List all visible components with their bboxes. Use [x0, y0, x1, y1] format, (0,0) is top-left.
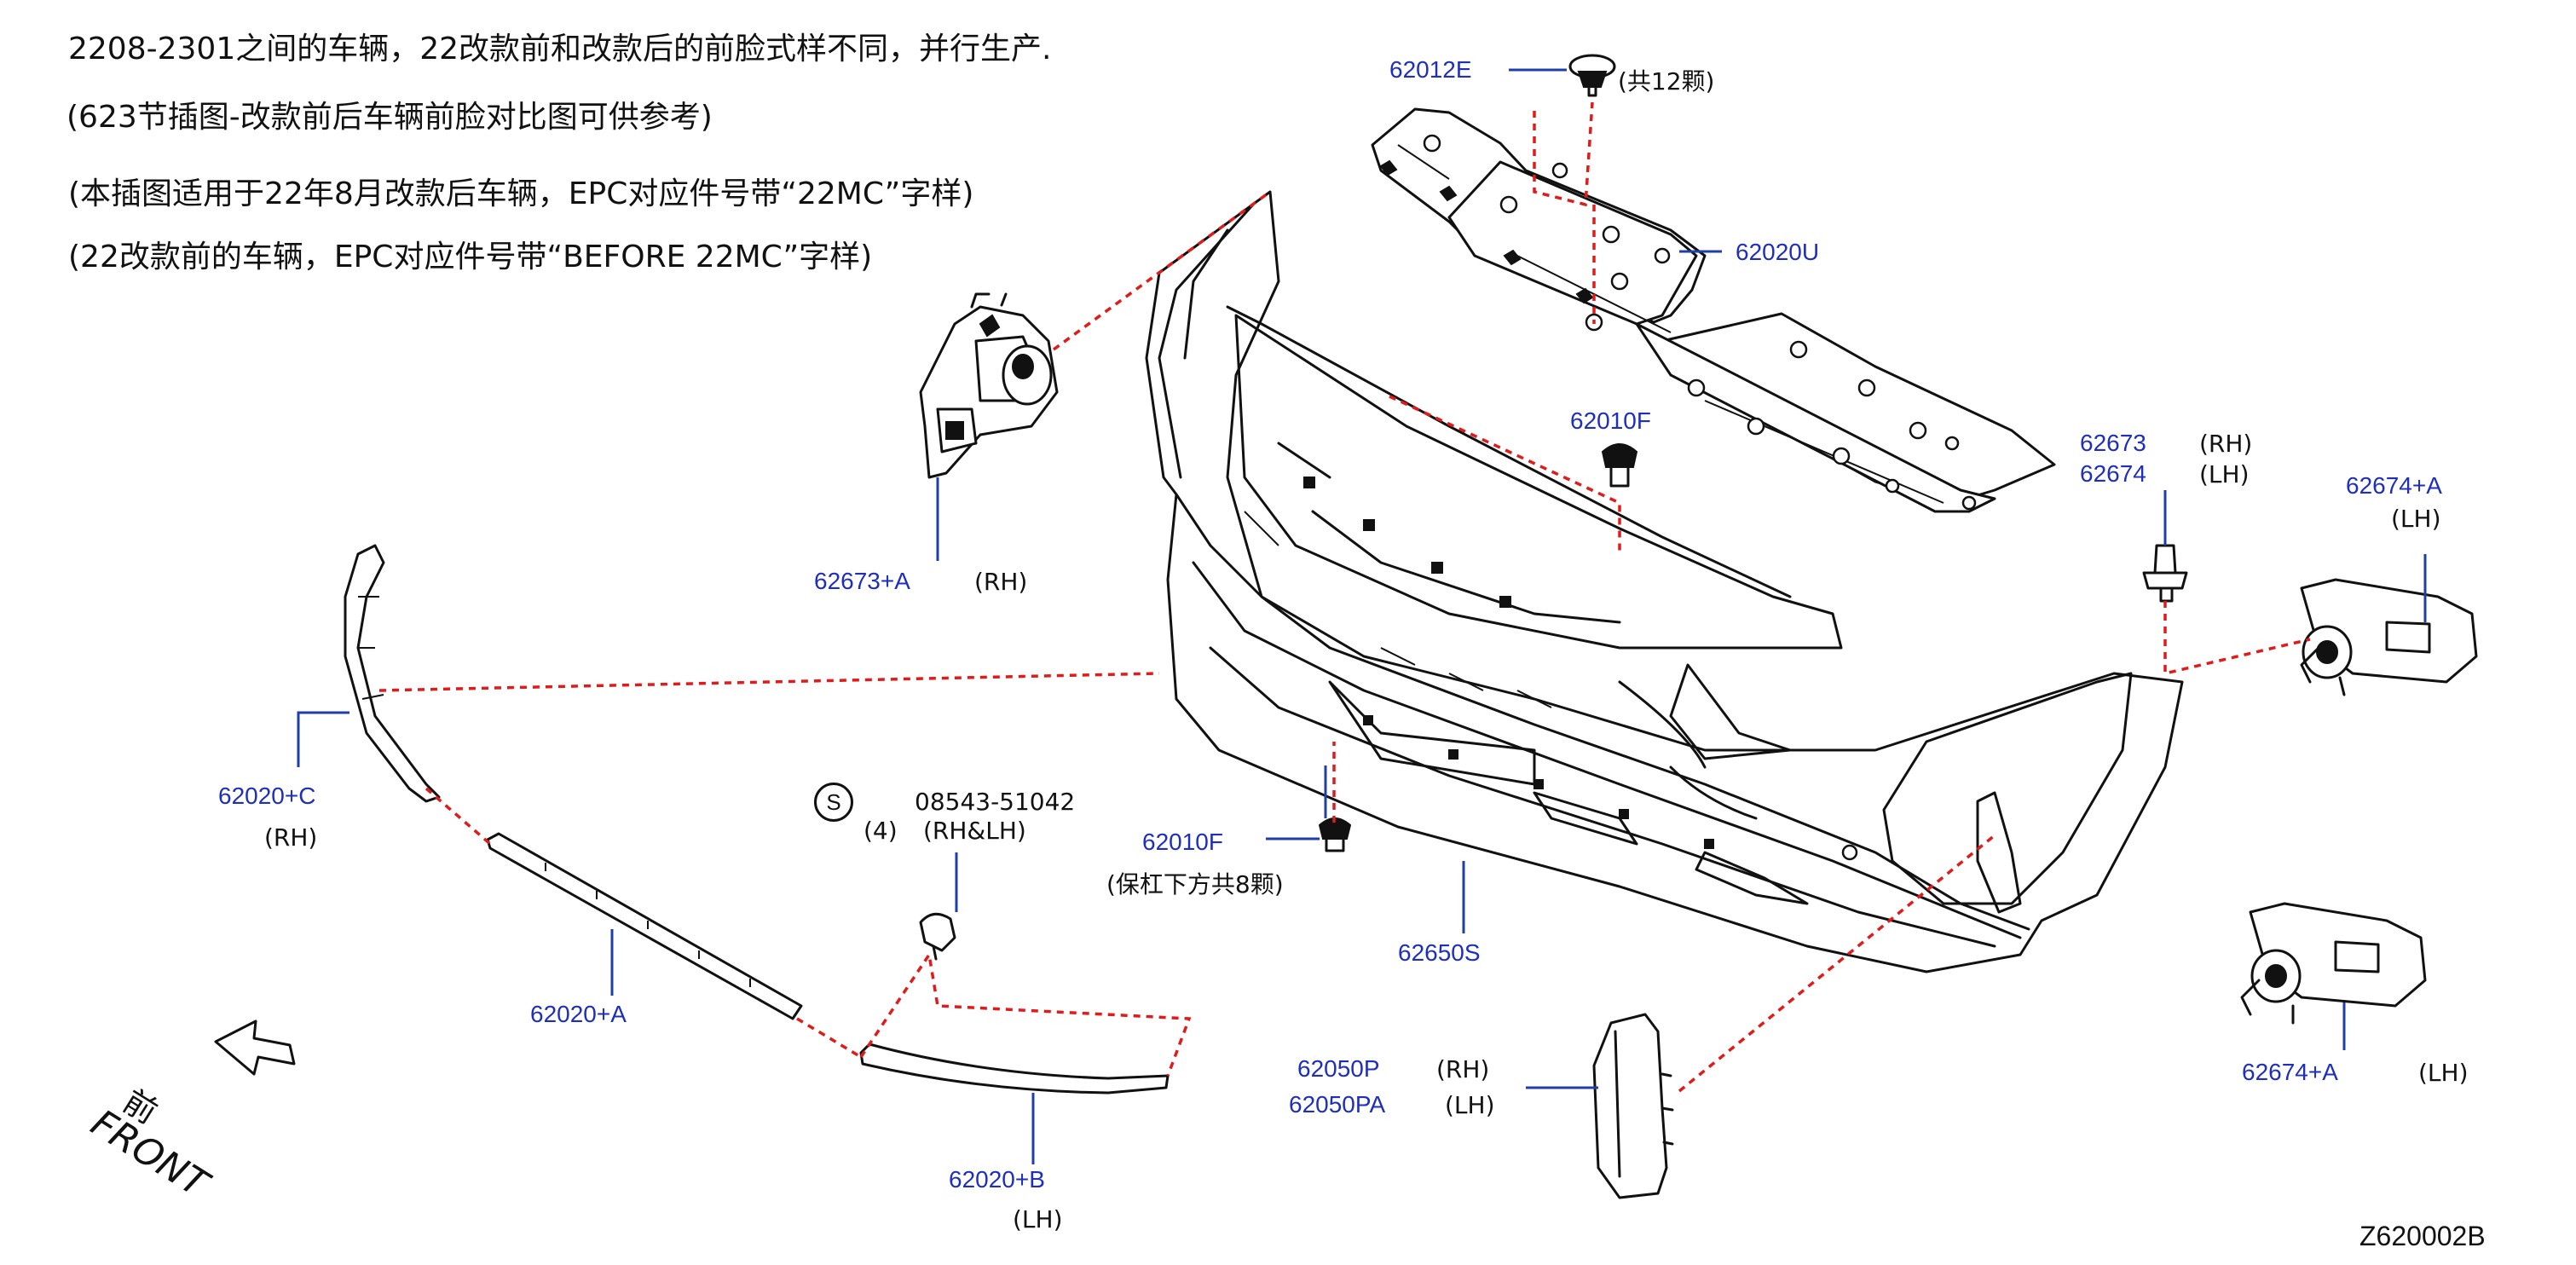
callout-62650S[interactable]: 62650S — [1398, 939, 1481, 966]
side-62050PA: (LH) — [1445, 1091, 1495, 1119]
side-62674: (LH) — [2199, 460, 2250, 488]
qty-08543-51042: (4) — [863, 817, 898, 845]
callout-62020B[interactable]: 62020+B — [949, 1166, 1045, 1193]
bracket-62674A-top — [2300, 578, 2478, 696]
clip-08543-51042 — [919, 912, 956, 961]
dashed-leaders — [378, 101, 2311, 1093]
note-before-22mc: (22改款前的车辆，EPC对应件号带“BEFORE 22MC”字样) — [68, 240, 873, 274]
side-08543-51042: (RH&LH) — [923, 817, 1026, 845]
side-62674A-top: (LH) — [2391, 505, 2441, 533]
side-62050P: (RH) — [1436, 1055, 1490, 1083]
callout-62050P[interactable]: 62050P — [1297, 1055, 1380, 1082]
clip-62010F-top — [1601, 443, 1638, 488]
note-production: 2208-2301之间的车辆，22改款前和改款后的前脸式样不同，并行生产. — [68, 32, 1052, 66]
side-deflector-62050P — [1592, 1013, 1674, 1199]
callout-62012E[interactable]: 62012E — [1389, 56, 1472, 83]
trim-strip-62020B — [859, 1043, 1170, 1095]
callout-62020U[interactable]: 62020U — [1736, 239, 1820, 265]
clip-62012E — [1568, 54, 1616, 97]
callout-62673[interactable]: 62673 — [2080, 430, 2146, 456]
callout-62020A[interactable]: 62020+A — [530, 1001, 627, 1027]
side-62673A: (RH) — [974, 568, 1028, 596]
clip-62010F-bottom — [1318, 817, 1352, 852]
bracket-62674A-bottom — [2240, 902, 2427, 1025]
side-62020C: (RH) — [264, 823, 318, 852]
qty-62012E: (共12颗) — [1618, 67, 1715, 95]
front-arrow-icon — [214, 1020, 296, 1076]
note-reference: (623节插图-改款前后车辆前脸对比图可供参考) — [66, 100, 713, 135]
bracket-62673A — [919, 292, 1059, 479]
note-after-22mc: (本插图适用于22年8月改款后车辆，EPC对应件号带“22MC”字样) — [68, 176, 974, 211]
callout-62010F-bottom[interactable]: 62010F — [1142, 829, 1223, 855]
callout-62020C[interactable]: 62020+C — [218, 783, 316, 809]
side-62020B: (LH) — [1013, 1205, 1063, 1233]
callout-08543-51042[interactable]: 08543-51042 — [915, 788, 1076, 816]
cover-clip-holes — [1423, 134, 1977, 511]
trim-strip-62020C — [344, 544, 441, 803]
callout-62674A-bottom[interactable]: 62674+A — [2242, 1059, 2338, 1085]
side-62674A-bottom: (LH) — [2418, 1059, 2469, 1087]
side-62673: (RH) — [2199, 430, 2253, 458]
callout-62674[interactable]: 62674 — [2080, 460, 2146, 487]
callout-62673A[interactable]: 62673+A — [814, 568, 910, 594]
callout-leaders — [297, 68, 2427, 1164]
service-kit-badge: S — [814, 783, 853, 822]
clip-62673-62674 — [2142, 544, 2188, 603]
callout-62010F-top[interactable]: 62010F — [1570, 407, 1651, 434]
figure-code: Z620002B — [2359, 1221, 2486, 1251]
trim-strip-62020A — [486, 832, 803, 1020]
callout-62674A-top[interactable]: 62674+A — [2346, 472, 2442, 499]
callout-62050PA[interactable]: 62050PA — [1289, 1091, 1386, 1118]
upper-cover-panel — [1371, 107, 2056, 513]
qty-62010F-bottom: (保杠下方共8颗) — [1106, 870, 1284, 898]
